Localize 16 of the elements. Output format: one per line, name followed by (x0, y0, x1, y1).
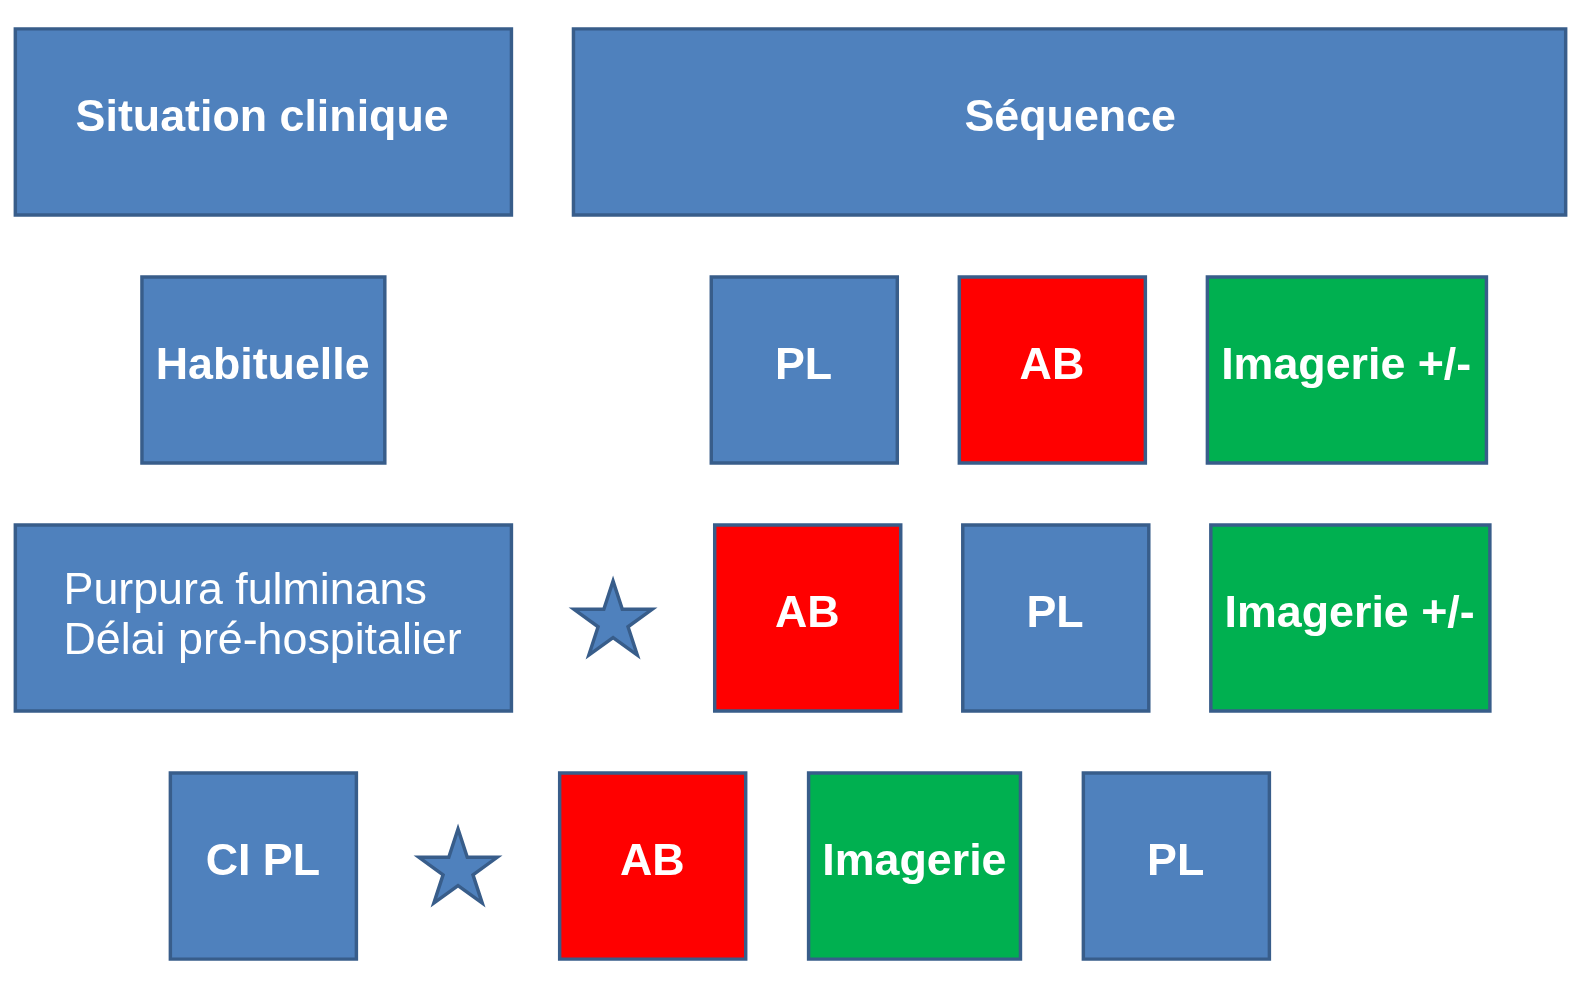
node-box: Purpura fulminans Délai pré-hospitalier (13, 523, 514, 713)
node-box: PL (1081, 771, 1272, 961)
node-star (568, 575, 658, 660)
node-box: PL (961, 523, 1151, 713)
node-box: AB (557, 771, 748, 961)
node-box: Imagerie (806, 771, 1023, 961)
node-box: AB (712, 523, 903, 713)
node-box: Imagerie +/- (1205, 275, 1489, 465)
node-star (413, 823, 503, 908)
node-box: Imagerie +/- (1209, 523, 1492, 713)
node-box: PL (709, 275, 900, 465)
node-box: AB (957, 275, 1148, 465)
node-box: Situation clinique (13, 27, 514, 217)
node-box: Habituelle (140, 275, 387, 465)
node-box: CI PL (168, 771, 359, 961)
node-box: Séquence (571, 27, 1568, 217)
